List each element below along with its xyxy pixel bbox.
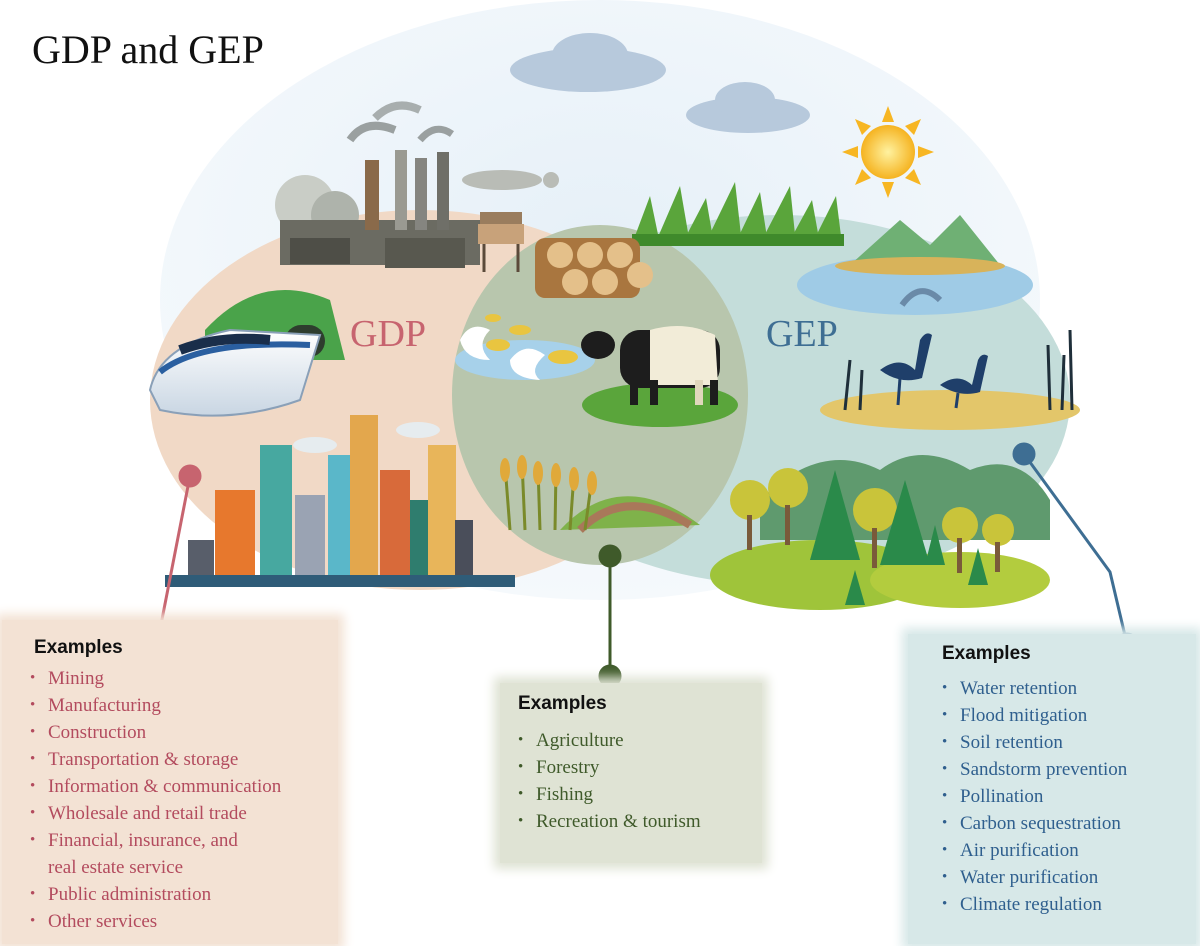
factory-icon: [275, 101, 524, 272]
list-item: Soil retention: [942, 729, 1196, 756]
list-item: Wholesale and retail trade: [30, 800, 338, 827]
train-icon: [148, 290, 345, 417]
logs-icon: [535, 238, 653, 298]
list-item: Sandstorm prevention: [942, 756, 1196, 783]
list-item: Climate regulation: [942, 891, 1196, 918]
list-item: Information & communication: [30, 773, 338, 800]
list-item: Forestry: [518, 754, 762, 781]
list-item: Water retention: [942, 675, 1196, 702]
forest-icon: [710, 455, 1050, 610]
list-item: Transportation & storage: [30, 746, 338, 773]
shared-examples-box: Examples Agriculture Forestry Fishing Re…: [500, 683, 762, 863]
grass-icon: [632, 182, 844, 246]
list-item: Other services: [30, 908, 338, 935]
list-item: Manufacturing: [30, 692, 338, 719]
shared-examples-list: Agriculture Forestry Fishing Recreation …: [500, 715, 762, 835]
island-icon: [797, 215, 1033, 315]
gdp-examples-box: Examples Mining Manufacturing Constructi…: [2, 620, 338, 944]
gdp-label: GDP: [350, 313, 427, 355]
cloud-icon: [462, 170, 559, 190]
gdp-examples-heading: Examples: [34, 637, 123, 658]
crane-icon: [820, 329, 1080, 430]
list-item: Fishing: [518, 781, 762, 808]
list-item: Mining: [30, 665, 338, 692]
list-item: Pollination: [942, 783, 1196, 810]
shared-examples-heading: Examples: [518, 693, 607, 714]
list-item: Air purification: [942, 837, 1196, 864]
list-item: Public administration: [30, 881, 338, 908]
cloud-icon: [510, 33, 666, 92]
shared-connector: [598, 544, 622, 688]
list-item: Financial, insurance, and real estate se…: [30, 827, 338, 881]
gep-label: GEP: [766, 313, 838, 355]
gep-examples-box: Examples Water retention Flood mitigatio…: [908, 634, 1196, 944]
city-icon: [165, 415, 515, 587]
wheat-icon: [500, 455, 700, 533]
gdp-examples-list: Mining Manufacturing Construction Transp…: [2, 659, 338, 935]
sun-icon: [842, 106, 934, 198]
list-item: Construction: [30, 719, 338, 746]
list-item: Recreation & tourism: [518, 808, 762, 835]
gep-examples-list: Water retention Flood mitigation Soil re…: [908, 665, 1196, 918]
gep-examples-heading: Examples: [942, 643, 1031, 664]
list-item: Water purification: [942, 864, 1196, 891]
cloud-icon: [686, 82, 810, 133]
fish-icon: [455, 314, 595, 380]
list-item: Carbon sequestration: [942, 810, 1196, 837]
list-item: Agriculture: [518, 727, 762, 754]
cow-icon: [581, 326, 738, 427]
page-title: GDP and GEP: [32, 27, 264, 72]
list-item: Flood mitigation: [942, 702, 1196, 729]
